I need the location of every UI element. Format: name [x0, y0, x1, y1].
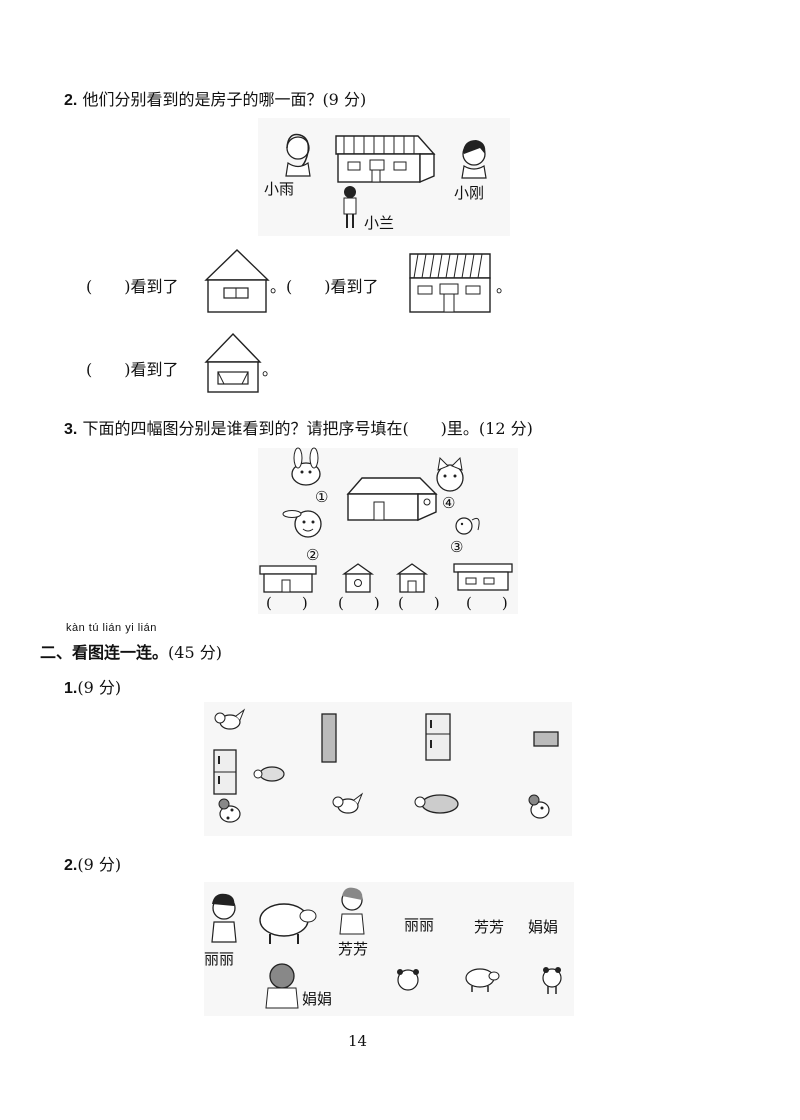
- house-long-side-icon: [409, 253, 491, 313]
- s2q2-matching-drawing: [204, 882, 574, 1016]
- q2-scene-drawing: [258, 118, 510, 236]
- section2-title-text: 二、看图连一连。: [40, 643, 169, 662]
- refrigerator-front-icon: [425, 713, 451, 761]
- section2-title: 二、看图连一连。(45 分): [40, 639, 222, 663]
- section2-score: (45 分): [168, 643, 222, 662]
- view-gable-door-icon: [395, 563, 429, 593]
- s2q2-number: 2.: [64, 857, 78, 874]
- label-xiaogang: 小刚: [454, 184, 485, 202]
- q3-text: 下面的四幅图分别是谁看到的？请把序号填在( )里。(12 分): [82, 419, 533, 438]
- s2q2-matching: 丽丽 芳芳 娟娟 丽丽 芳芳 娟娟: [204, 882, 574, 1016]
- label-juanjuan: 娟娟: [302, 990, 333, 1008]
- q3-blank-4[interactable]: ( ): [466, 594, 508, 612]
- q2-number: 2.: [64, 92, 78, 109]
- house-back-gable-icon: [204, 332, 262, 393]
- q2-answer-2-end: 。: [262, 360, 279, 379]
- label-right-juanjuan: 娟娟: [528, 918, 559, 936]
- q2-answer-2: ( )看到了: [86, 360, 179, 379]
- girl-fangfang-icon: [339, 887, 365, 935]
- q3-blank-2[interactable]: ( ): [338, 594, 380, 612]
- bird-icon: [332, 792, 364, 814]
- girl-xiaolan-icon: [343, 186, 357, 228]
- sheep-front-view-icon: [397, 969, 419, 991]
- girl-lili-icon: [211, 893, 237, 943]
- q3-scene-drawing: [258, 447, 518, 614]
- label-xiaolan: 小兰: [364, 214, 395, 232]
- house-front-gable-icon: [204, 249, 270, 313]
- marker-1: ①: [315, 488, 329, 506]
- turtle-icon: [253, 766, 285, 782]
- marker-2: ②: [306, 546, 320, 564]
- view-gable-window-icon: [341, 563, 375, 593]
- q2-title: 2. 他们分别看到的是房子的哪一面？(9 分): [64, 86, 366, 110]
- marker-4: ④: [442, 494, 456, 512]
- view-long-side-icon: [259, 565, 317, 593]
- cat-icon: [436, 456, 464, 492]
- sheep-back-view-icon: [542, 967, 562, 994]
- fridge-top-view-icon: [533, 731, 559, 747]
- girl-juanjuan-icon: [265, 963, 299, 1009]
- q3-number: 3.: [64, 421, 78, 438]
- bird-icon: [214, 708, 246, 730]
- view-back-side-icon: [453, 563, 513, 591]
- s2q1-matching-drawing: [204, 702, 572, 836]
- label-right-fangfang: 芳芳: [474, 918, 505, 936]
- dog-icon: [218, 798, 241, 823]
- q2-answer-1a: ( )看到了: [86, 277, 179, 296]
- turtle-icon: [414, 794, 459, 814]
- dog-icon: [528, 794, 550, 819]
- boy-xiaogang-icon: [461, 140, 487, 179]
- q2-answer-1-sep: 。( )看到了: [270, 277, 379, 296]
- s2q1-score: (9 分): [77, 678, 122, 697]
- rabbit-icon: [291, 447, 321, 486]
- q2-text: 他们分别看到的是房子的哪一面？(9 分): [82, 90, 367, 109]
- q3-scene: ① ② ③ ④ ( ) ( ) ( ) ( ): [258, 447, 518, 614]
- sheep-icon: [259, 903, 317, 944]
- q3-blank-3[interactable]: ( ): [398, 594, 440, 612]
- label-lili: 丽丽: [204, 950, 235, 968]
- label-right-lili: 丽丽: [404, 916, 435, 934]
- marker-3: ③: [450, 538, 464, 556]
- q3-blank-1[interactable]: ( ): [266, 594, 308, 612]
- house-perspective-icon: [335, 135, 436, 184]
- q2-scene: 小雨 小刚 小兰: [258, 118, 510, 236]
- s2q2-title: 2.(9 分): [64, 851, 121, 875]
- section2-pinyin: kàn tú lián yi lián: [66, 622, 157, 634]
- q2-answer-1-end: 。: [496, 277, 513, 296]
- refrigerator-icon: [213, 749, 237, 795]
- s2q1-title: 1.(9 分): [64, 674, 121, 698]
- girl-xiaoyu-icon: [285, 133, 311, 177]
- house-perspective-icon: [346, 477, 438, 522]
- sheep-side-view-icon: [465, 968, 500, 992]
- s2q2-score: (9 分): [77, 855, 122, 874]
- label-fangfang: 芳芳: [338, 940, 369, 958]
- bunny-icon: [282, 510, 322, 538]
- label-xiaoyu: 小雨: [264, 180, 295, 198]
- page-number: 14: [348, 1032, 368, 1050]
- fridge-side-view-icon: [321, 713, 337, 763]
- q3-title: 3. 下面的四幅图分别是谁看到的？请把序号填在( )里。(12 分): [64, 415, 533, 439]
- squirrel-icon: [455, 517, 480, 535]
- s2q1-number: 1.: [64, 680, 78, 697]
